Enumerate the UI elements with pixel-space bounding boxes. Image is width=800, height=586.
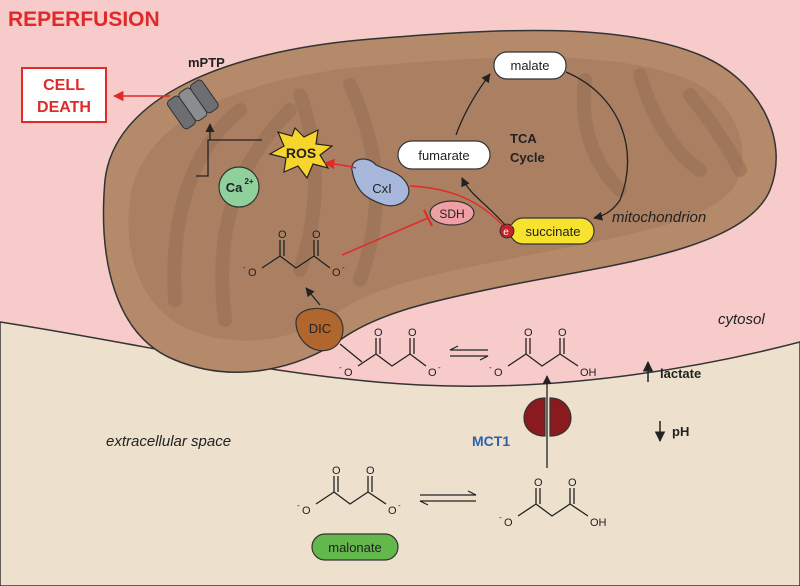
cxi-to-ros-arrow	[323, 158, 357, 170]
title: REPERFUSION	[8, 8, 160, 31]
matrix-malonate-o1: O	[278, 229, 287, 241]
matrix-malonate-o4: O	[332, 267, 341, 279]
malonate-label: malonate	[328, 540, 381, 555]
ros-label: ROS	[286, 145, 316, 161]
succinate-node: succinate	[509, 217, 595, 245]
cyto-malonate-o2: O	[408, 327, 417, 339]
cytosol-equilibrium-arrows	[449, 345, 489, 361]
electron-flow-line	[409, 185, 506, 229]
mct1-transporter-icon	[523, 397, 572, 437]
ext-malonate-o2: O	[366, 465, 375, 477]
cyto-malonate-minus2: -	[438, 363, 441, 372]
ext-malonate-o4: O	[388, 505, 397, 517]
cyto-mono-o1: O	[524, 327, 533, 339]
ros-burst: ROS	[268, 126, 334, 180]
cyto-malonate-minus1: -	[339, 363, 342, 372]
matrix-malonate-o3: O	[248, 267, 257, 279]
complex-i: CxI	[351, 158, 410, 207]
electron-charge: -	[511, 223, 514, 230]
mptp-pore-icon	[166, 79, 219, 130]
tca-label-line2: Cycle	[510, 150, 545, 165]
calcium-ion: Ca 2+	[218, 166, 260, 208]
calcium-charge: 2+	[244, 177, 253, 186]
monoprotonated-malonate-cytosol	[507, 338, 579, 367]
malate-to-succinate-arrow	[565, 71, 629, 221]
malate-node: malate	[493, 51, 567, 80]
mitochondrion-label: mitochondrion	[612, 209, 706, 226]
monoprotonated-malonate-extracellular	[517, 488, 589, 517]
ph-label: pH	[672, 424, 689, 439]
lactate-label: lactate	[660, 366, 701, 381]
cxi-label: CxI	[372, 181, 392, 196]
sdh-label: SDH	[439, 207, 464, 221]
malonate-structure-extracellular	[315, 476, 387, 505]
cyto-malonate-o1: O	[374, 327, 383, 339]
ext-mono-o2: O	[568, 477, 577, 489]
succinate-to-fumarate-arrow	[461, 177, 506, 226]
ext-malonate-o3: O	[302, 505, 311, 517]
cyto-malonate-o3: O	[344, 367, 353, 379]
cell-death-line2: DEATH	[37, 99, 91, 116]
ext-malonate-o1: O	[332, 465, 341, 477]
tca-label-line1: TCA	[510, 131, 537, 146]
malate-label: malate	[510, 58, 549, 73]
bracket-line	[196, 139, 262, 177]
dic-input-line	[339, 343, 363, 363]
succinate-label: succinate	[526, 224, 581, 239]
cytosol-label: cytosol	[718, 311, 765, 328]
sdh-enzyme: SDH	[429, 200, 475, 226]
malonate-structure-cytosol	[357, 338, 427, 367]
cyto-mono-o3: O	[494, 367, 503, 379]
fumarate-label: fumarate	[418, 148, 469, 163]
electron-marker: e -	[499, 223, 515, 239]
ext-mono-o3: O	[504, 517, 513, 529]
mitochondrion	[102, 29, 777, 373]
ext-malonate-minus1: -	[297, 501, 300, 510]
mptp-label: mPTP	[188, 55, 225, 70]
cyto-malonate-o4: O	[428, 367, 437, 379]
extracellular-region	[0, 321, 800, 586]
matrix-malonate-minus1: -	[243, 263, 246, 272]
ext-mono-oh: OH	[590, 517, 607, 529]
extracellular-equilibrium-arrows	[419, 490, 477, 506]
ext-mono-minus: -	[499, 513, 502, 522]
calcium-label: Ca	[226, 180, 243, 195]
fumarate-to-malate-arrow	[455, 73, 491, 136]
dic-label: DIC	[309, 321, 331, 336]
cyto-mono-oh: OH	[580, 367, 597, 379]
cell-death-line1: CELL	[43, 77, 85, 94]
mct1-label: MCT1	[472, 433, 510, 449]
ext-mono-o1: O	[534, 477, 543, 489]
matrix-malonate-minus2: -	[342, 263, 345, 272]
dic-transporter-icon: DIC	[295, 307, 344, 352]
sdh-inhibition-bar	[423, 209, 433, 227]
dic-import-arrow	[305, 287, 321, 306]
electron-label: e	[503, 227, 509, 238]
sdh-inhibition-line	[341, 217, 429, 256]
cell-death-box: CELL DEATH	[21, 67, 107, 123]
cyto-mono-o2: O	[558, 327, 567, 339]
malonate-structure-matrix	[261, 240, 331, 269]
extracellular-label: extracellular space	[106, 433, 231, 450]
malonate-badge: malonate	[311, 533, 399, 561]
cyto-mono-minus: -	[489, 363, 492, 372]
ext-malonate-minus2: -	[398, 501, 401, 510]
matrix-malonate-o2: O	[312, 229, 321, 241]
fumarate-node: fumarate	[397, 140, 491, 170]
